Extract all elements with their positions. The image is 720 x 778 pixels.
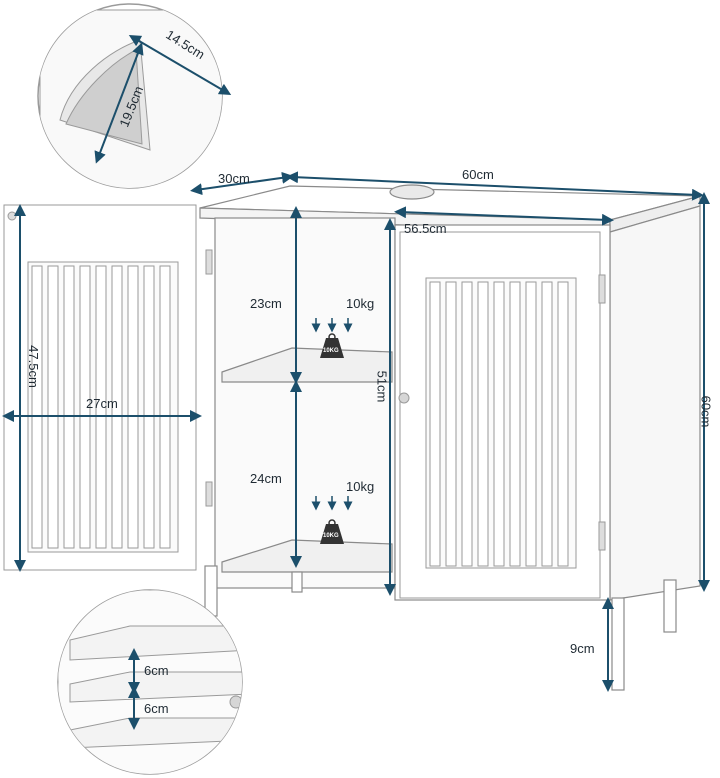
label-load-lower: 10kg <box>346 479 375 494</box>
label-width-inner: 56.5cm <box>404 221 447 236</box>
label-shelf-step-upper: 6cm <box>144 663 169 678</box>
label-upper-compartment: 23cm <box>250 296 282 311</box>
weight-badge-upper: 10KG <box>323 348 339 354</box>
weight-badge-lower: 10KG <box>323 533 339 539</box>
left-door <box>3 204 213 571</box>
label-leg-height: 9cm <box>570 641 595 656</box>
weight-icon-lower <box>311 496 353 544</box>
label-lower-compartment: 24cm <box>250 471 282 486</box>
label-height-inner: 51cm <box>374 370 390 403</box>
label-load-upper: 10kg <box>346 296 375 311</box>
label-door-height: 47.5cm <box>25 345 41 388</box>
detail-shelves <box>57 589 243 775</box>
detail-cutout <box>37 3 232 189</box>
label-shelf-step-lower: 6cm <box>144 701 169 716</box>
label-width-total: 60cm <box>462 167 494 182</box>
weight-icon-upper <box>311 318 353 358</box>
label-door-width: 27cm <box>86 396 118 411</box>
label-depth-top: 30cm <box>218 171 250 186</box>
label-height-total: 60cm <box>698 395 714 428</box>
dimension-lines <box>2 171 710 692</box>
right-door <box>398 231 606 599</box>
